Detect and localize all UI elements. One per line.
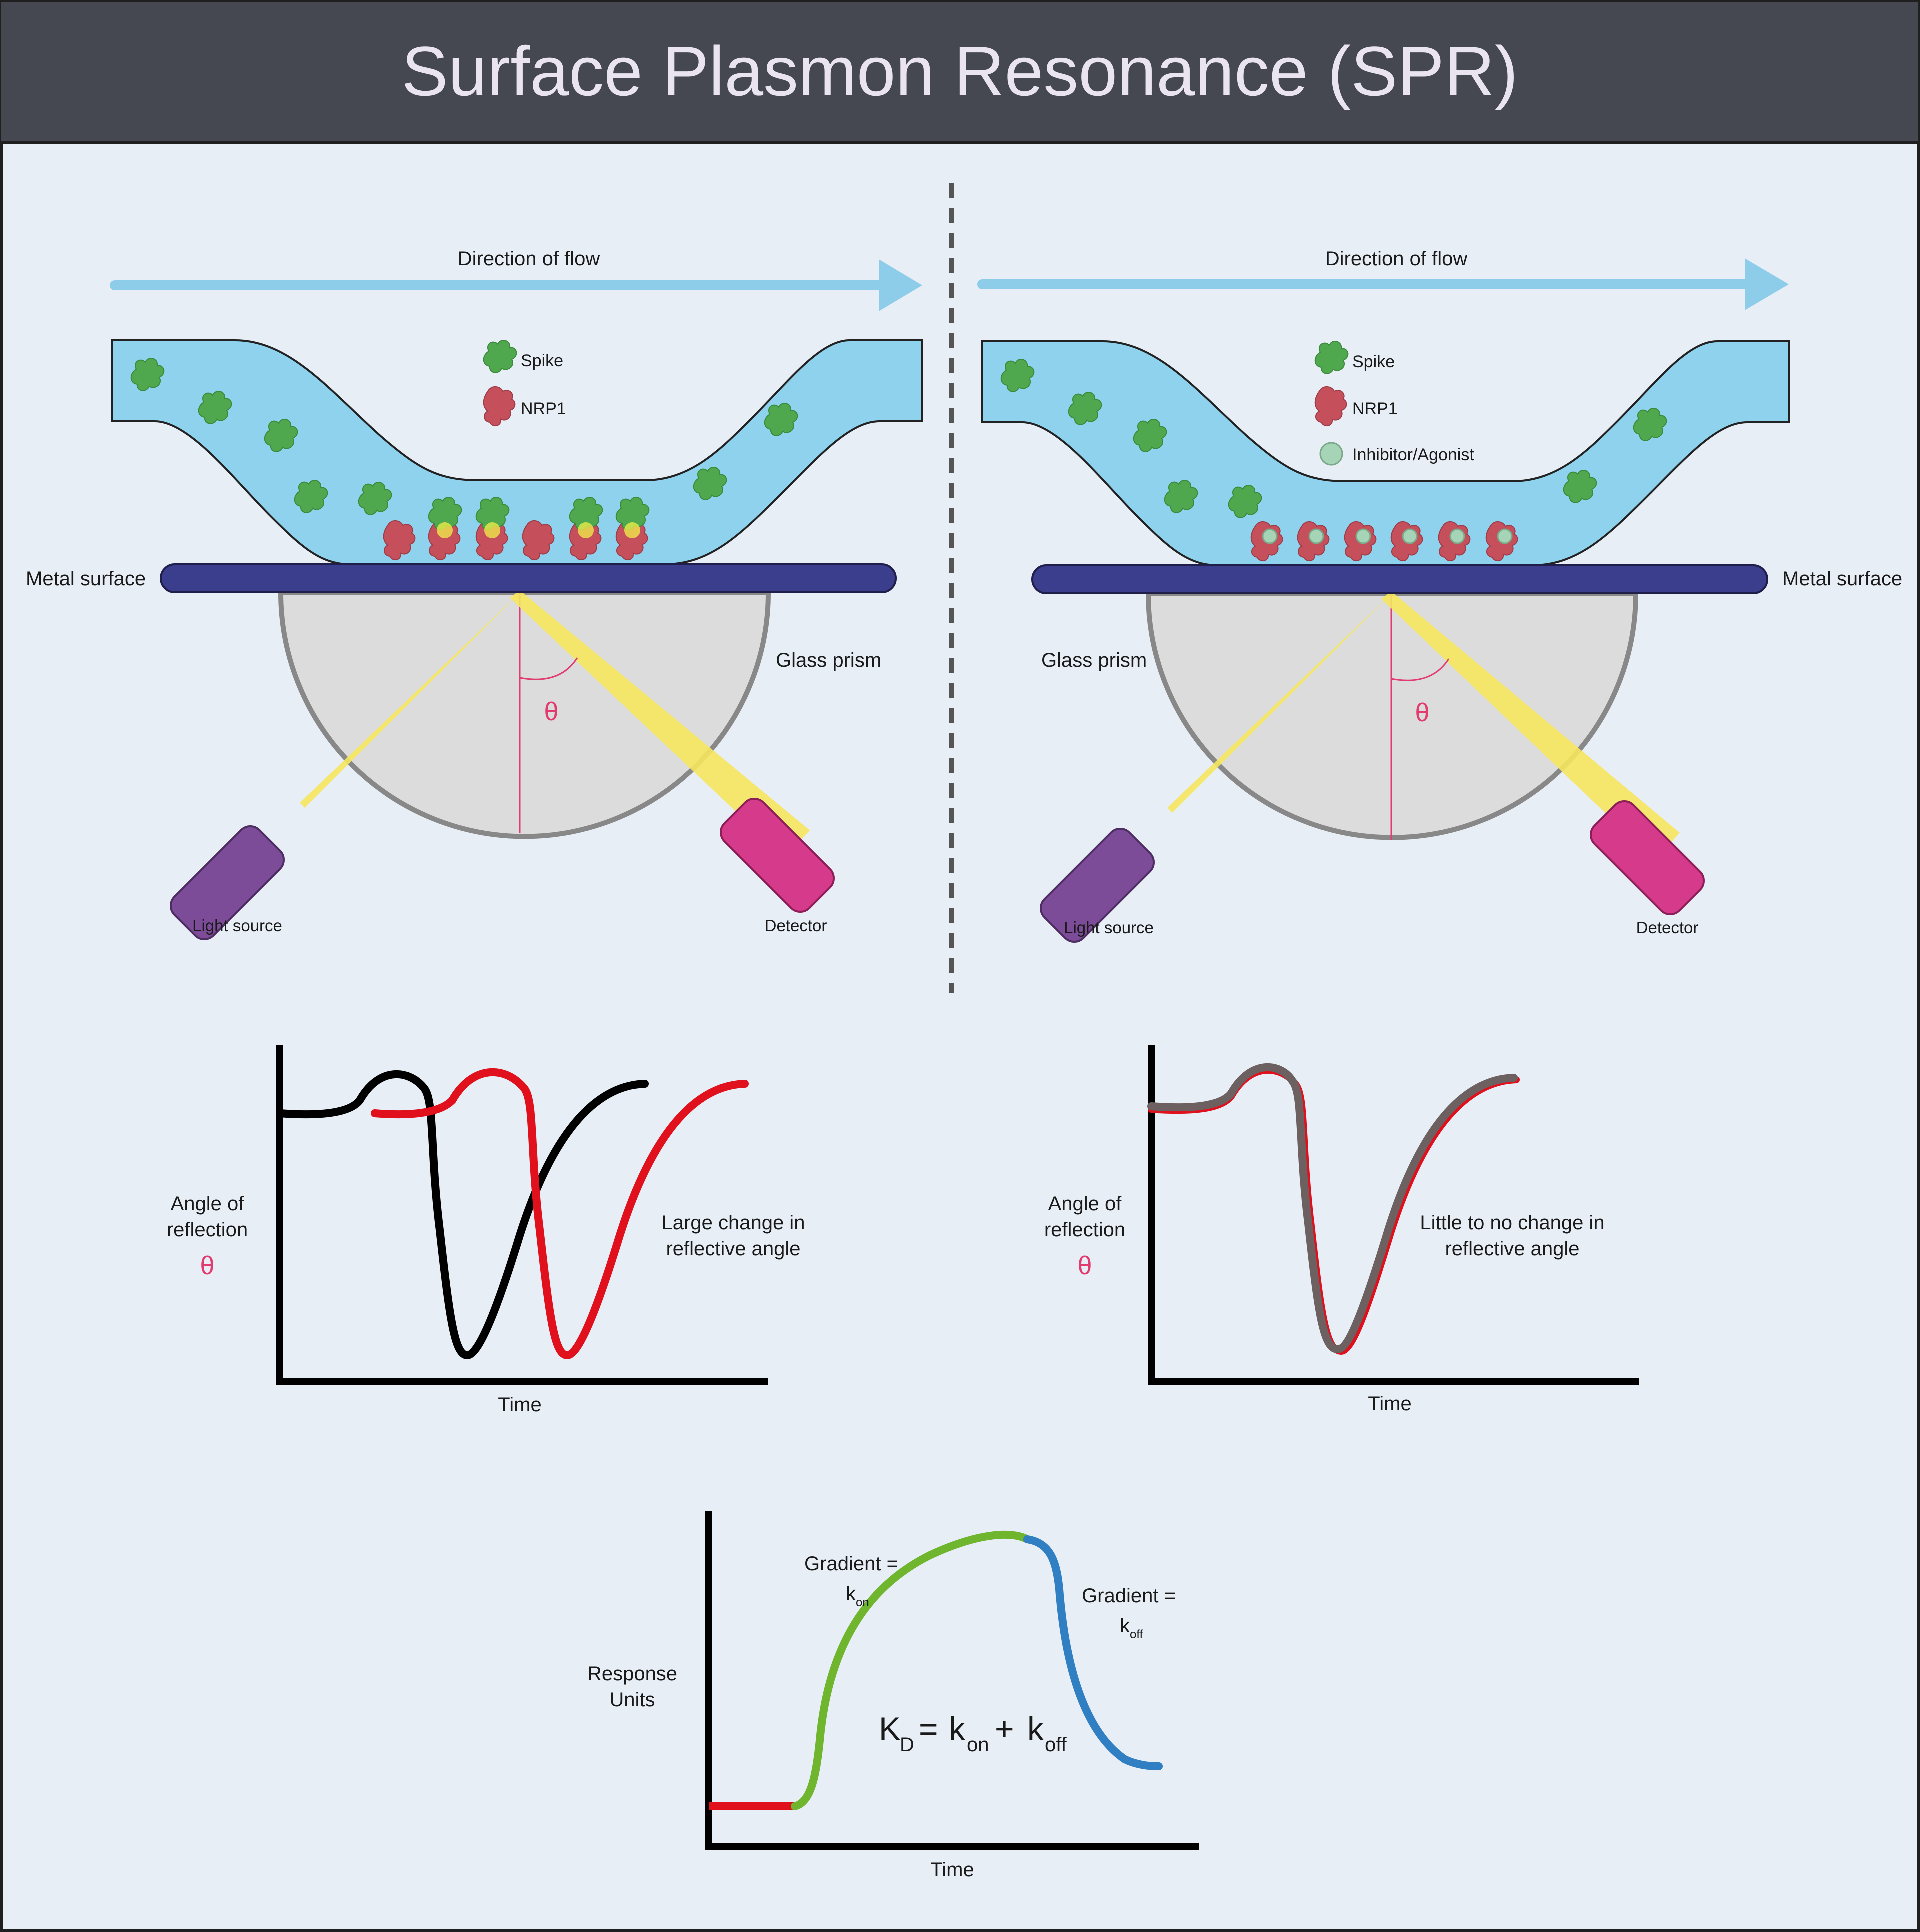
right-grey-curve [1148,1063,1518,1354]
left-light-source-label: Light source [192,916,282,935]
left-incident-beam [300,593,520,808]
legend-inhibitor-label: Inhibitor/Agonist [1352,445,1474,464]
right-theta-arc [1391,658,1450,681]
bottom-graph-ylabel-2: Units [610,1689,655,1711]
right-detector-label: Detector [1636,918,1699,937]
page-title: Surface Plasmon Resonance (SPR) [402,32,1518,110]
right-graph-note-1: Little to no change in [1420,1212,1604,1234]
kd-formula: K D = k on + k off [879,1710,1068,1756]
response-units-graph: Response Units Time Gradient = k on Grad… [588,1511,1199,1881]
left-angle-graph: Angle of reflection θ Time Large change … [167,1045,806,1416]
inhibitor-icon [1320,442,1344,466]
left-legend: Spike NRP1 [483,340,566,427]
right-legend: Spike NRP1 Inhibitor/Agonist [1314,341,1474,466]
kon-k: k [846,1583,856,1605]
bottom-graph-ylabel-1: Response [588,1663,678,1685]
legend-nrp1-label: NRP1 [1352,399,1398,418]
left-graph-note-1: Large change in [662,1212,806,1234]
formula-D-sub: D [900,1734,914,1756]
koff-k: k [1120,1615,1130,1637]
right-graph-ylabel-2: reflection [1044,1219,1126,1241]
left-graph-ylabel-1: Angle of [171,1193,245,1215]
left-graph-ylabel-2: reflection [167,1219,248,1241]
left-metal-surface [160,563,897,593]
left-graph-theta: θ [200,1251,215,1280]
left-flow-label: Direction of flow [458,248,600,270]
right-graph-theta: θ [1078,1251,1092,1280]
right-incident-beam [1168,594,1392,813]
legend-spike-label: Spike [521,351,564,370]
formula-equals: = [919,1710,938,1747]
right-metal-label: Metal surface [1782,568,1902,590]
formula-K: K [879,1710,901,1747]
formula-plus: + [995,1710,1014,1747]
left-panel: Direction of flow Spike NRP1 [26,248,924,940]
kon-gradient-label: Gradient = [804,1553,898,1575]
right-bound-complexes [1250,521,1518,562]
left-glass-prism [278,590,772,839]
dissociation-curve [1024,1535,1163,1770]
right-graph-ylabel-1: Angle of [1048,1193,1122,1215]
left-flow-arrow [110,259,922,311]
left-graph-xlabel: Time [498,1394,542,1416]
left-reflected-beam [510,590,810,858]
legend-spike-label: Spike [1352,352,1395,371]
right-light-source-label: Light source [1064,918,1154,937]
right-angle-graph: Angle of reflection θ Time Little to no … [1044,1045,1639,1415]
right-detector [1590,800,1705,915]
koff-subscript: off [1130,1628,1144,1641]
association-curve [791,1530,1032,1810]
formula-k1: k [949,1710,966,1747]
left-prism-label: Glass prism [776,649,882,671]
right-reflected-beam [1382,591,1680,860]
formula-on-sub: on [967,1734,990,1756]
left-metal-label: Metal surface [26,568,146,590]
left-detector-label: Detector [765,916,828,935]
koff-gradient-label: Gradient = [1082,1585,1176,1607]
kon-subscript: on [856,1596,870,1609]
right-flow-arrow [978,258,1789,310]
left-graph-note-2: reflective angle [666,1238,800,1260]
formula-k2: k [1028,1710,1044,1747]
formula-off-sub: off [1045,1734,1068,1756]
legend-nrp1-label: NRP1 [521,399,566,418]
right-light-source [1040,828,1155,943]
right-panel: Direction of flow Spike NRP1 Inhibitor/A… [978,248,1902,943]
right-prism-label: Glass prism [1042,649,1147,671]
title-bar [2,2,1918,143]
left-detector [720,798,835,913]
right-graph-axes [1148,1045,1639,1385]
right-graph-note-2: reflective angle [1445,1238,1580,1260]
left-theta-symbol: θ [544,697,559,726]
left-graph-axes [276,1045,768,1385]
left-bound-complexes [383,497,650,561]
bottom-graph-xlabel: Time [930,1859,974,1881]
left-red-curve [371,1068,749,1360]
right-graph-xlabel: Time [1368,1393,1412,1415]
left-black-curve [276,1070,649,1360]
left-light-source [170,825,285,940]
bottom-graph-axes [706,1511,1199,1850]
right-theta-symbol: θ [1416,698,1430,727]
right-metal-surface [1032,564,1768,594]
right-flow-label: Direction of flow [1326,248,1468,270]
left-theta-arc [520,657,578,680]
